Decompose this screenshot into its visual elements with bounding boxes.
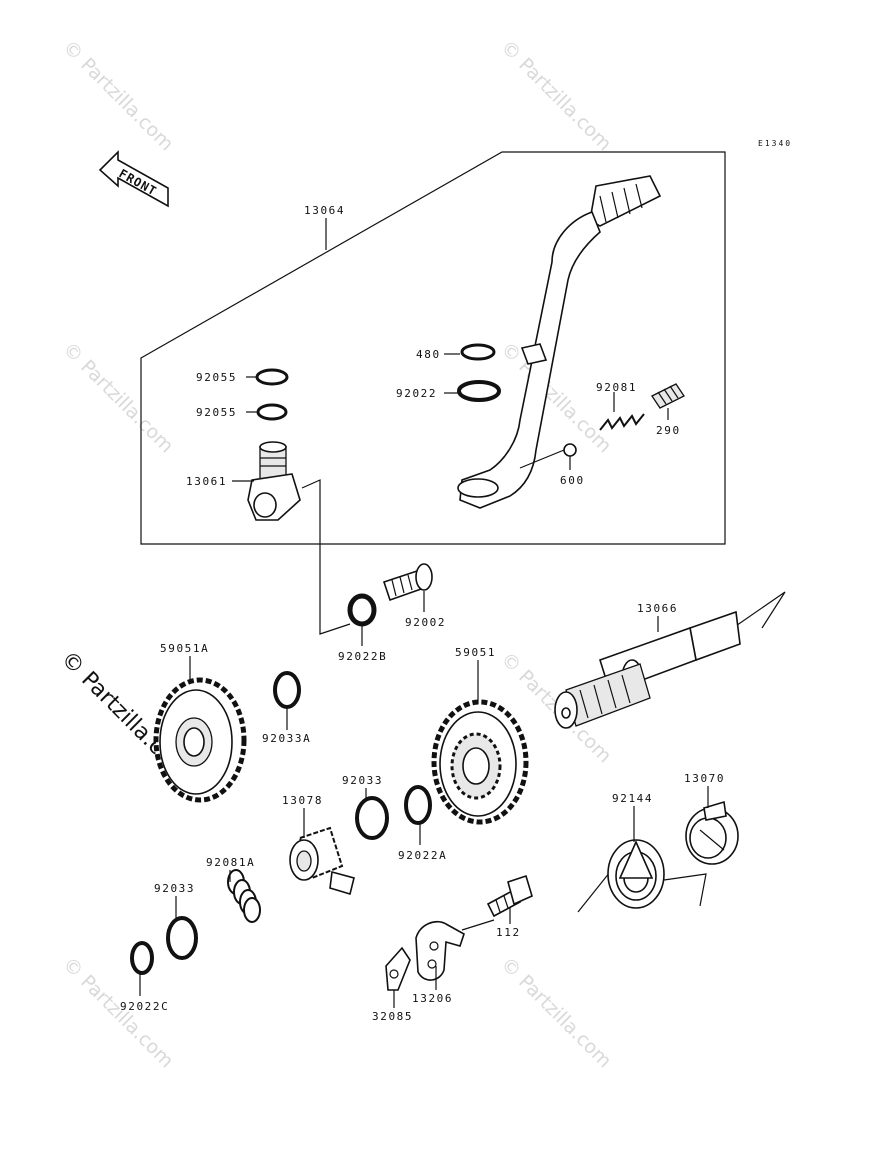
washer-92022: [457, 380, 501, 402]
circlip-92033: [355, 796, 389, 840]
part-label: 92081A: [206, 856, 255, 869]
part-label: 13064: [304, 204, 345, 217]
pedal-boss-13061: [247, 441, 301, 521]
washer-92022A: [404, 785, 432, 825]
part-label: 13070: [684, 772, 725, 785]
part-label: 92081: [596, 381, 637, 394]
ball-600: [563, 443, 577, 457]
part-label: 112: [496, 926, 521, 939]
spring-92081: [599, 413, 645, 431]
part-label: 92055: [196, 406, 237, 419]
gear-59051: [431, 699, 529, 825]
part-label: 290: [656, 424, 681, 437]
part-label: 92022A: [398, 849, 447, 862]
part-label: 13078: [282, 794, 323, 807]
part-label: 92055: [196, 371, 237, 384]
part-label: 13061: [186, 475, 227, 488]
stopper-32085: [385, 946, 411, 991]
guide-13070: [685, 800, 739, 865]
kick-lever-arm: [457, 175, 662, 509]
watermark-tl: © Partzilla.com: [58, 36, 177, 155]
circlip-92033A: [273, 671, 301, 709]
part-label: 92022C: [120, 1000, 169, 1013]
o-ring-92055-a: [255, 368, 289, 386]
watermark-tr: © Partzilla.com: [496, 36, 615, 155]
part-label: 59051: [455, 646, 496, 659]
part-labels: 13064 480 92022 92081 290 600 92055 9205…: [120, 204, 725, 1023]
spring-92081A: [227, 869, 261, 923]
front-arrow-icon: FRONT: [98, 150, 169, 208]
part-label: 92033A: [262, 732, 311, 745]
washer-92022B: [347, 593, 377, 627]
bolt-92002: [382, 563, 433, 602]
part-label: 92022B: [338, 650, 387, 663]
circlip-92033-lower: [166, 916, 198, 960]
part-label: 13206: [412, 992, 453, 1005]
pin-290: [651, 383, 685, 409]
diagram-code: E1340: [758, 139, 792, 148]
washer-92022C: [130, 941, 154, 975]
assembly-outline: [140, 151, 726, 545]
part-label: 600: [560, 474, 585, 487]
part-label: 59051A: [160, 642, 209, 655]
watermark-br: © Partzilla.com: [496, 953, 615, 1072]
part-label: 92002: [405, 616, 446, 629]
part-label: 32085: [372, 1010, 413, 1023]
watermark-ml: © Partzilla.com: [58, 338, 177, 457]
part-label: 92144: [612, 792, 653, 805]
kick-shaft-13066: [554, 591, 786, 729]
part-label: 92022: [396, 387, 437, 400]
kick-spring-92144: [577, 839, 707, 913]
o-ring-92055-b: [256, 403, 288, 421]
ratchet-13078: [289, 826, 355, 896]
bolt-112: [486, 874, 533, 918]
part-label: 92033: [342, 774, 383, 787]
part-label: 480: [416, 348, 441, 361]
snap-ring-480: [460, 343, 496, 361]
part-label: 92033: [154, 882, 195, 895]
part-label: 13066: [637, 602, 678, 615]
gear-59051A: [153, 677, 247, 803]
guide-plate-13206: [415, 919, 495, 981]
